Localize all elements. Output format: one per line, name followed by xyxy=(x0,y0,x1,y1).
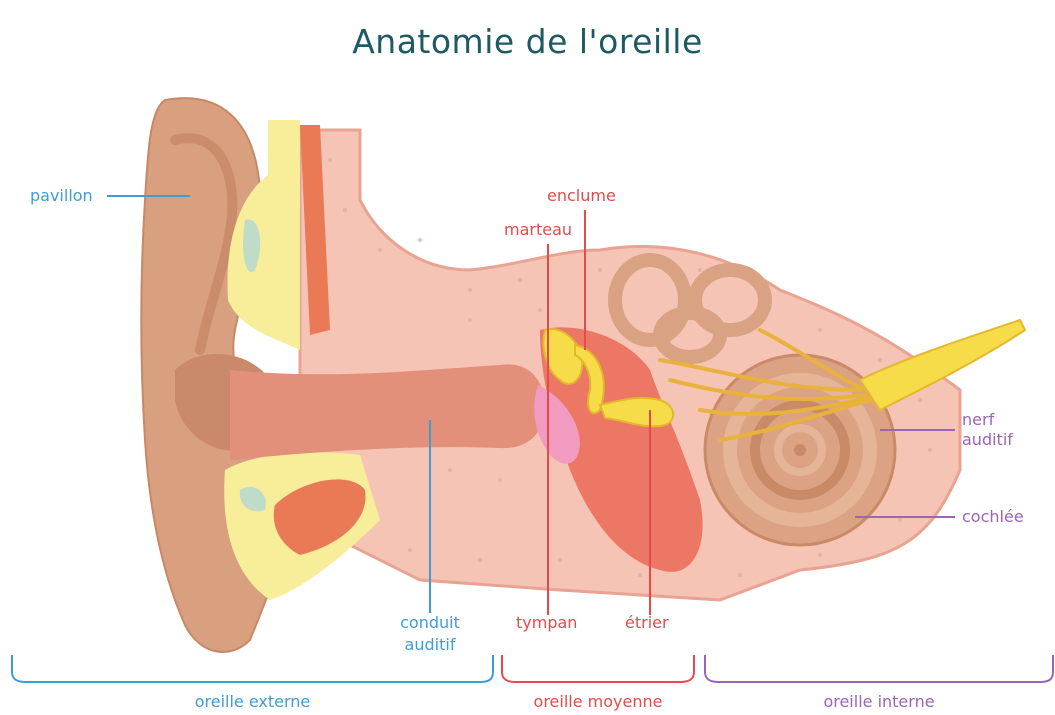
section-oreille-moyenne: oreille moyenne xyxy=(502,692,694,712)
label-nerf-line2: auditif xyxy=(962,430,1013,450)
label-cochlee: cochlée xyxy=(962,507,1024,527)
section-oreille-externe: oreille externe xyxy=(12,692,493,712)
label-enclume: enclume xyxy=(547,186,616,206)
label-nerf-line1: nerf xyxy=(962,410,994,430)
ear-canal xyxy=(230,364,545,460)
section-oreille-interne: oreille interne xyxy=(705,692,1053,712)
label-tympan: tympan xyxy=(516,613,577,633)
bracket-interne xyxy=(705,655,1053,682)
label-etrier: étrier xyxy=(625,613,669,633)
bracket-moyenne xyxy=(502,655,694,682)
label-pavillon: pavillon xyxy=(30,186,93,206)
label-conduit-line2: auditif xyxy=(390,635,470,655)
label-marteau: marteau xyxy=(504,220,572,240)
bracket-externe xyxy=(12,655,493,682)
label-conduit-line1: conduit xyxy=(390,613,470,633)
